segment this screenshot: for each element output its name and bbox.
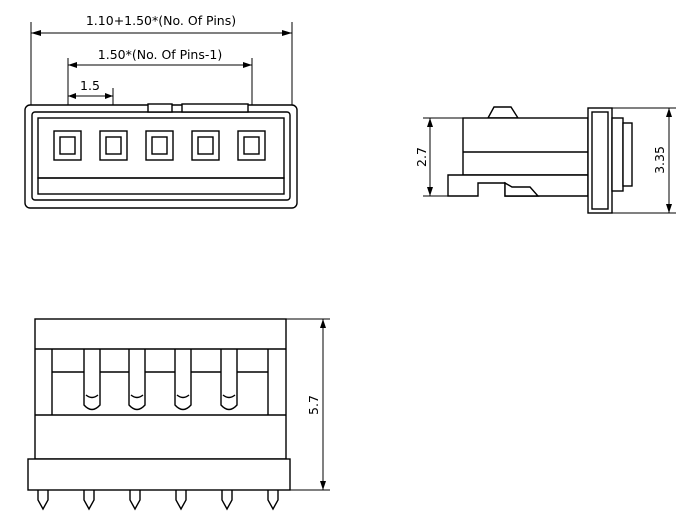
side-total-height-label: 3.35 [652,146,667,174]
pin-span-label: 1.50*(No. Of Pins-1) [98,47,222,62]
pitch-label: 1.5 [80,78,100,93]
top-view: 1.10+1.50*(No. Of Pins) 1.50*(No. Of Pin… [24,13,298,209]
side-height-label: 2.7 [414,147,429,167]
bottom-height-label: 5.7 [306,395,321,415]
pin-tips [37,490,279,511]
overall-width-label: 1.10+1.50*(No. Of Pins) [86,13,236,28]
bottom-view: 5.7 [27,318,330,511]
pin-slots [83,349,238,411]
pin-cavities [53,130,266,161]
side-view: 2.7 3.35 [414,106,676,214]
